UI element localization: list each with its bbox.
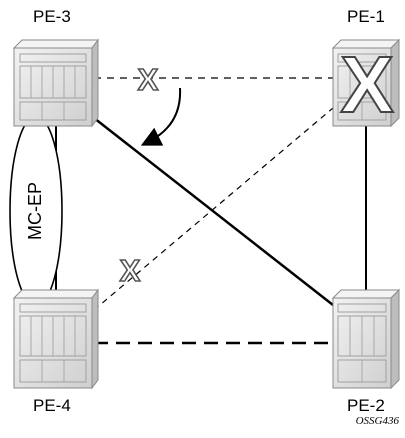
router-pe2[interactable]	[331, 288, 401, 390]
link-pe3-pe1-marker: X	[138, 62, 159, 97]
label-pe1: PE-1	[347, 7, 385, 26]
label-pe2: PE-2	[347, 396, 385, 415]
router-pe1[interactable]	[331, 38, 401, 128]
label-pe4: PE-4	[33, 396, 71, 415]
router-pe3[interactable]	[12, 38, 99, 128]
link-pe4-pe1	[93, 107, 334, 311]
link-pe3-pe2	[93, 117, 334, 306]
router-pe4[interactable]	[12, 288, 99, 390]
figure-id: OSSG436	[355, 415, 399, 427]
label-pe3: PE-3	[33, 7, 71, 26]
link-pe4-pe1-marker: X	[120, 253, 141, 288]
pe1-failure-marker: X	[340, 40, 393, 129]
mc-ep-label: MC-EP	[25, 182, 45, 240]
switchover-arrow	[140, 87, 182, 146]
